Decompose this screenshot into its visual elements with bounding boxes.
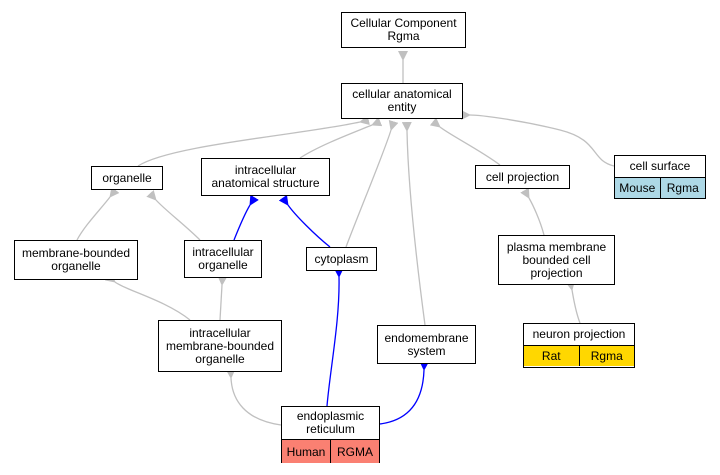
edge-intraorganelle-to-organelle xyxy=(146,189,201,241)
node-endoplasmic-reticulum[interactable]: endoplasmic reticulum Human RGMA xyxy=(281,406,380,463)
edge-cytoplasm-to-cae xyxy=(345,119,399,248)
edge-er-to-endomembrane xyxy=(379,360,430,425)
edge-organelle-to-cae xyxy=(137,115,370,167)
node-cell-projection[interactable]: cell projection xyxy=(475,165,570,189)
edge-mbo-to-organelle xyxy=(76,186,120,241)
cell-surface-title: cell surface xyxy=(615,156,705,178)
node-membrane-bounded-organelle[interactable]: membrane-bounded organelle xyxy=(14,240,138,280)
neuron-projection-species: Rat xyxy=(541,349,561,363)
node-plasma-membrane-bounded-cell-projection[interactable]: plasma membrane bounded cell projection xyxy=(498,235,615,285)
edge-imbo-to-mbo xyxy=(104,272,191,321)
endoplasmic-reticulum-title: endoplasmic reticulum xyxy=(282,407,379,440)
node-cellular-anatomical-entity[interactable]: cellular anatomical entity xyxy=(341,83,463,119)
node-neuron-projection[interactable]: neuron projection Rat Rgma xyxy=(523,323,635,368)
cell-surface-annotation-row: Mouse Rgma xyxy=(615,178,705,198)
node-cell-surface[interactable]: cell surface Mouse Rgma xyxy=(614,155,706,199)
edge-cellprojection-to-cae xyxy=(429,117,501,166)
neuron-projection-gene: Rgma xyxy=(578,346,635,366)
endoplasmic-reticulum-gene: RGMA xyxy=(330,440,379,463)
edge-cellsurface-to-cae xyxy=(460,109,615,167)
edge-imbo-to-intraorganelle xyxy=(217,275,228,321)
neuron-projection-title: neuron projection xyxy=(524,324,634,346)
edge-er-to-imbo xyxy=(225,368,282,426)
node-cellular-component-rgma[interactable]: Cellular Component Rgma xyxy=(341,12,466,48)
node-intracellular-membrane-bounded-organelle[interactable]: intracellular membrane-bounded organelle xyxy=(158,320,282,372)
node-endomembrane-system[interactable]: endomembrane system xyxy=(377,325,476,364)
node-intracellular-anatomical-structure[interactable]: intracellular anatomical structure xyxy=(201,158,330,196)
node-intracellular-organelle[interactable]: intracellular organelle xyxy=(184,240,262,278)
node-cytoplasm[interactable]: cytoplasm xyxy=(306,247,377,271)
cell-surface-gene: Rgma xyxy=(659,178,706,198)
edge-neuronprojection-to-pmbcp xyxy=(565,280,581,324)
edge-intraorganelle-to-ias xyxy=(233,194,259,241)
edge-pmbcp-to-cellprojection xyxy=(520,187,545,236)
edge-cytoplasm-to-ias xyxy=(278,194,331,248)
node-organelle[interactable]: organelle xyxy=(91,166,163,190)
endoplasmic-reticulum-species: Human xyxy=(286,444,326,459)
endoplasmic-reticulum-annotation-row: Human RGMA xyxy=(282,440,379,463)
edge-er-to-cytoplasm xyxy=(326,267,344,407)
edge-ias-to-cae xyxy=(299,116,383,159)
edge-endomembrane-to-cae xyxy=(401,121,426,326)
cell-surface-species: Mouse xyxy=(619,181,656,195)
neuron-projection-annotation-row: Rat Rgma xyxy=(524,346,634,366)
